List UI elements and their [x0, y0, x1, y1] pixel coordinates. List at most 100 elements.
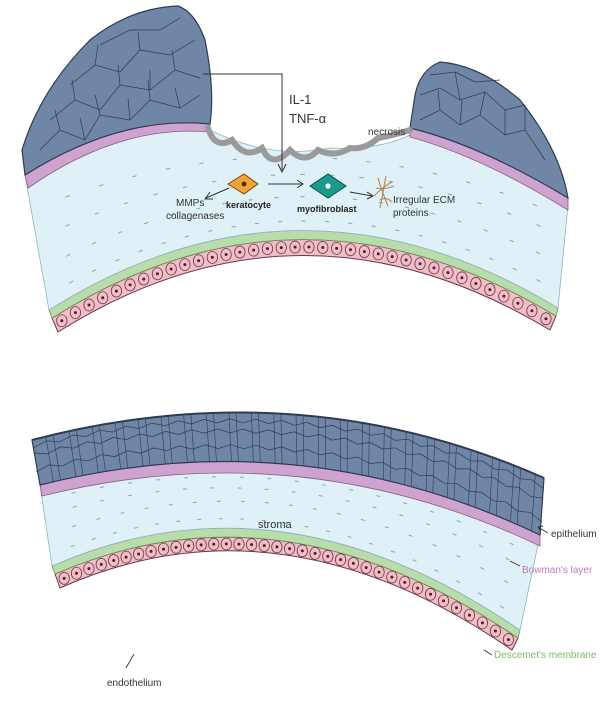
cell-nucleus [455, 606, 458, 609]
cell-nucleus [377, 252, 380, 255]
descemet-leader [484, 650, 492, 655]
cell-nucleus [263, 544, 266, 547]
cell-nucleus [442, 599, 445, 602]
cell-nucleus [301, 549, 304, 552]
keratocyte-dash [212, 181, 216, 182]
keratocyte-dash [128, 495, 132, 496]
cell-nucleus [88, 303, 91, 306]
keratocyte-dash [155, 524, 159, 525]
keratocyte-label: keratocyte [226, 200, 271, 210]
cell-nucleus [335, 247, 338, 250]
cell-nucleus [474, 282, 477, 285]
mmps-label: MMPs [176, 198, 204, 209]
keratocyte-dash [304, 526, 308, 527]
ecm-label-line2: proteins [393, 208, 429, 219]
cell-nucleus [378, 571, 381, 574]
cell-nucleus [446, 271, 449, 274]
keratocyte-dash [372, 226, 376, 227]
cell-nucleus [197, 259, 200, 262]
cell-nucleus [125, 556, 128, 559]
keratocyte-dash [199, 163, 203, 164]
top-cornea [22, 6, 568, 332]
cell-nucleus [252, 249, 255, 252]
cell-nucleus [129, 283, 132, 286]
cell-nucleus [326, 555, 329, 558]
cell-nucleus [405, 258, 408, 261]
cell-nucleus [225, 253, 228, 256]
cell-nucleus [488, 288, 491, 291]
cell-nucleus [391, 255, 394, 258]
cell-nucleus [507, 638, 510, 641]
endothelium-label: endothelium [107, 678, 161, 689]
cell-nucleus [100, 563, 103, 566]
cell-nucleus [288, 547, 291, 550]
cell-nucleus [137, 553, 140, 556]
cell-nucleus [211, 256, 214, 259]
ecm-label-line1: Irregular ECM [393, 195, 455, 206]
cell-nucleus [87, 567, 90, 570]
cell-nucleus [60, 319, 63, 322]
cell-nucleus [170, 267, 173, 270]
cell-nucleus [156, 272, 159, 275]
cell-nucleus [516, 302, 519, 305]
keratocyte-dash [322, 485, 326, 486]
cell-nucleus [115, 290, 118, 293]
epithelium-label: epithelium [551, 529, 597, 540]
cell-nucleus [339, 558, 342, 561]
cell-nucleus [429, 593, 432, 596]
cell-nucleus [150, 550, 153, 553]
stroma-label: stroma [258, 519, 293, 531]
cell-nucleus [403, 581, 406, 584]
cell-nucleus [390, 576, 393, 579]
cell-nucleus [187, 544, 190, 547]
keratocyte-dash [145, 508, 149, 509]
cell-nucleus [112, 559, 115, 562]
cell-nucleus [468, 614, 471, 617]
cell-nucleus [237, 543, 240, 546]
cell-nucleus [307, 246, 310, 249]
cell-nucleus [365, 566, 368, 569]
cell-nucleus [250, 543, 253, 546]
cell-nucleus [460, 276, 463, 279]
cell-nucleus [349, 248, 352, 251]
cell-nucleus [494, 630, 497, 633]
cell-nucleus [544, 317, 547, 320]
cell-nucleus [294, 246, 297, 249]
cell-nucleus [74, 311, 77, 314]
keratocyte-dash [128, 483, 132, 484]
cell-nucleus [183, 263, 186, 266]
keratocyte-dash [313, 509, 317, 510]
cell-nucleus [419, 262, 422, 265]
collagenases-label: collagenases [166, 211, 224, 222]
cell-nucleus [321, 246, 324, 249]
cell-nucleus [352, 562, 355, 565]
cytokine-il1-label: IL-1 [289, 92, 311, 107]
keratocyte-dash [366, 162, 370, 163]
cell-nucleus [200, 543, 203, 546]
cell-nucleus [162, 548, 165, 551]
bowmans-layer-label: Bowman's layer [522, 565, 593, 576]
cell-nucleus [275, 545, 278, 548]
cell-nucleus [101, 296, 104, 299]
necrosis-label: necrosis [368, 127, 405, 138]
cell-nucleus [416, 587, 419, 590]
cell-nucleus [530, 309, 533, 312]
cell-nucleus [142, 278, 145, 281]
cell-nucleus [266, 247, 269, 250]
endothelium-leader [126, 654, 134, 668]
keratocyte-dash [100, 487, 104, 488]
cell-nucleus [280, 246, 283, 249]
cell-nucleus [175, 546, 178, 549]
myofibroblast-label: myofibroblast [297, 204, 357, 214]
cell-nucleus [432, 266, 435, 269]
keratocyte-dash [232, 226, 236, 227]
descemets-membrane-label: Descemet's membrane [494, 650, 597, 661]
cell-nucleus [502, 295, 505, 298]
cytokine-tnf-label: TNF-α [289, 111, 327, 126]
keratocyte-dash [319, 496, 323, 497]
cell-nucleus [75, 572, 78, 575]
cell-nucleus [363, 250, 366, 253]
cell-nucleus [225, 542, 228, 545]
